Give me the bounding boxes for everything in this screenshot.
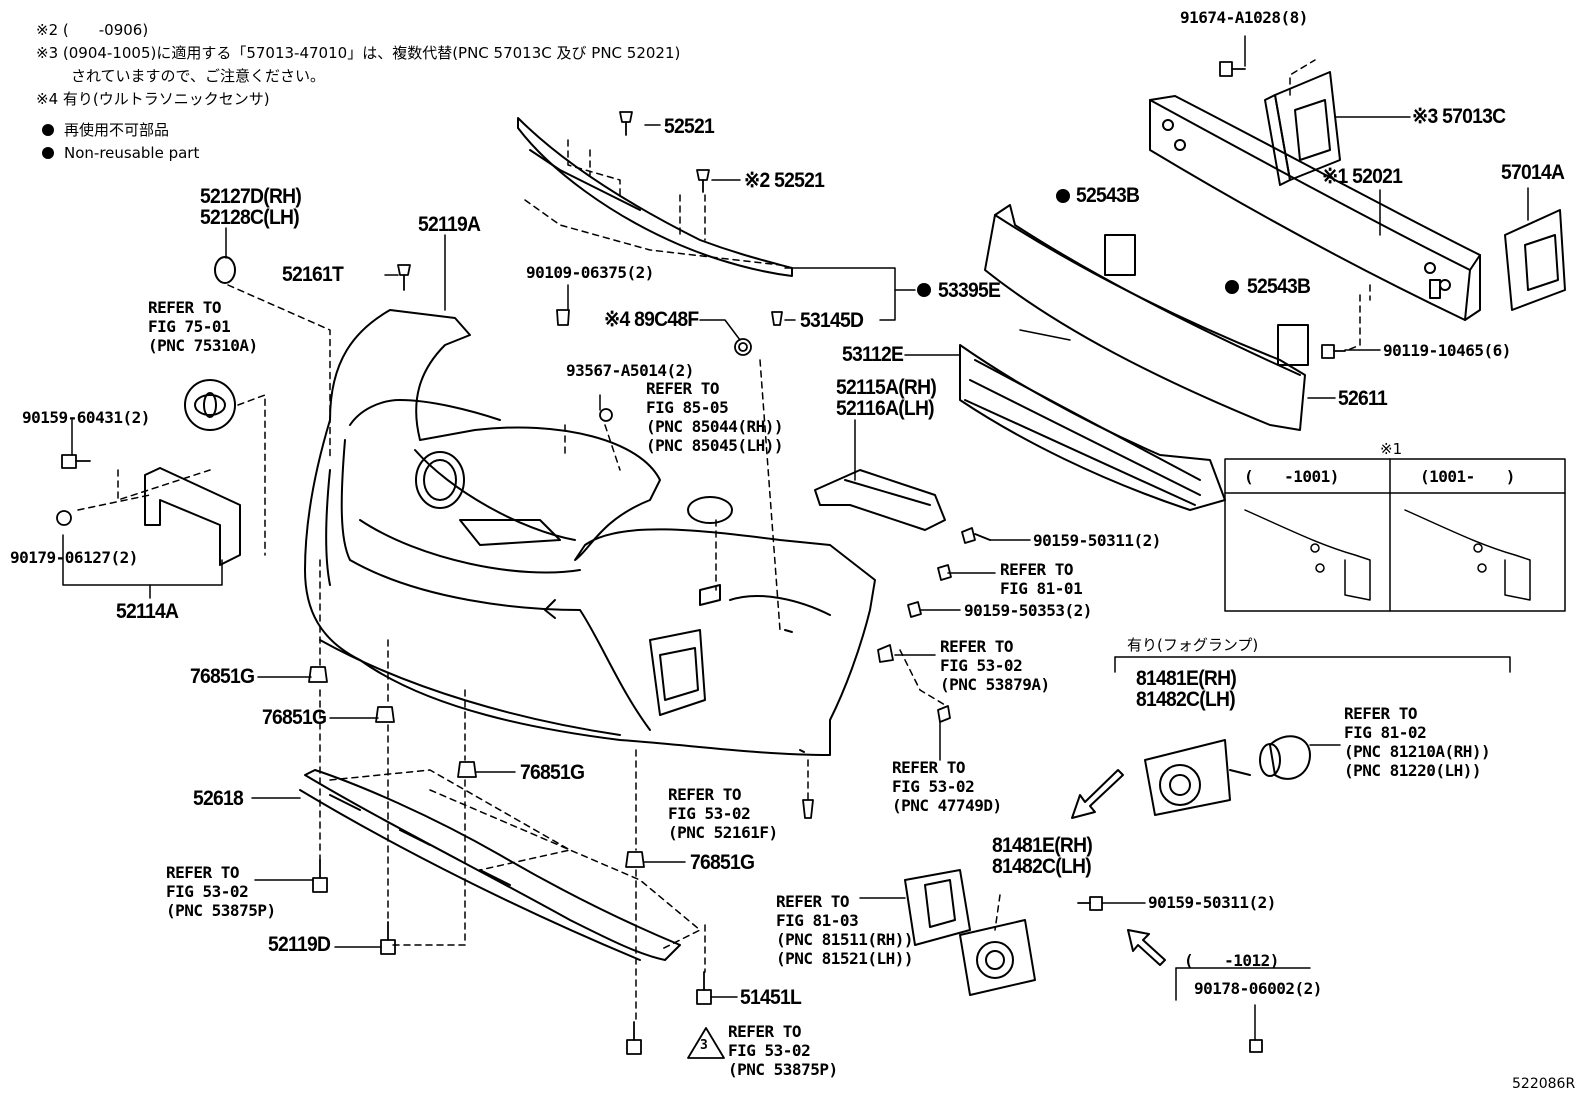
part-52119a[interactable]: 52119A bbox=[418, 213, 481, 236]
refer-fig-85-05[interactable]: REFER TO FIG 85-05 (PNC 85044(RH)) (PNC … bbox=[646, 379, 784, 455]
part-52119d[interactable]: 52119D bbox=[268, 933, 331, 956]
part-91674-a1028[interactable]: 91674-A1028(8) bbox=[1180, 8, 1308, 27]
part-81482c-lh-a[interactable]: 81482C(LH) bbox=[1136, 688, 1236, 711]
part-52115a-rh[interactable]: 52115A(RH) bbox=[836, 376, 937, 399]
part-53112e[interactable]: 53112E bbox=[842, 343, 904, 366]
bumper-cover-drawing bbox=[304, 309, 876, 756]
bracket-57013c-drawing bbox=[1264, 71, 1341, 186]
note-2: ※2 ( -0906) bbox=[36, 21, 149, 39]
note-4: ※4 有り(ウルトラソニックセンサ) bbox=[36, 90, 270, 108]
refer-fig-53-02-47749d[interactable]: REFER TO FIG 53-02 (PNC 47749D) bbox=[892, 758, 1002, 815]
refer-fig-53-02-52161f[interactable]: REFER TO FIG 53-02 (PNC 52161F) bbox=[668, 785, 778, 842]
part-89c48f[interactable]: ※4 89C48F bbox=[604, 308, 699, 331]
nonreusable-legend-en: Non-reusable part bbox=[64, 144, 200, 162]
diagram-id: 522086R bbox=[1512, 1076, 1576, 1092]
refer-fig-53-02-53879a[interactable]: REFER TO FIG 53-02 (PNC 53879A) bbox=[940, 637, 1050, 694]
fog-lamp-lower-drawing bbox=[959, 919, 1036, 996]
part-90109-06375[interactable]: 90109-06375(2) bbox=[526, 263, 654, 282]
part-90119-10465[interactable]: 90119-10465(6) bbox=[1383, 341, 1511, 360]
refer-fig-53-02-53875p-a[interactable]: REFER TO FIG 53-02 (PNC 53875P) bbox=[166, 863, 276, 920]
note-3-line2: されていますので、ご注意ください。 bbox=[71, 67, 325, 85]
emblem-drawing bbox=[184, 379, 236, 431]
part-76851g-c[interactable]: 76851G bbox=[520, 761, 585, 784]
part-90159-50311-a[interactable]: 90159-50311(2) bbox=[1033, 531, 1161, 550]
leader-lines bbox=[62, 35, 1529, 1041]
part-57014a[interactable]: 57014A bbox=[1501, 161, 1565, 184]
part-90159-50353[interactable]: 90159-50353(2) bbox=[964, 601, 1092, 620]
refer-fig-81-01[interactable]: REFER TO FIG 81-01 bbox=[1000, 560, 1083, 598]
inset-left-range: ( -1001) bbox=[1244, 467, 1339, 486]
part-53395e[interactable]: 53395E bbox=[938, 279, 1001, 302]
refer-fig-53-02-53875p-b[interactable]: REFER TO FIG 53-02 (PNC 53875P) bbox=[728, 1022, 838, 1079]
part-52116a-lh[interactable]: 52116A(LH) bbox=[836, 397, 935, 420]
part-52114a[interactable]: 52114A bbox=[116, 600, 179, 623]
part-1012-range: ( -1012) bbox=[1184, 951, 1279, 970]
inset-mark: ※1 bbox=[1380, 440, 1403, 458]
part-52618[interactable]: 52618 bbox=[193, 787, 244, 810]
part-76851g-b[interactable]: 76851G bbox=[262, 706, 327, 729]
part-81481e-rh-a[interactable]: 81481E(RH) bbox=[1136, 667, 1237, 690]
part-93567-a5014[interactable]: 93567-A5014(2) bbox=[566, 361, 694, 380]
part-52128c-lh[interactable]: 52128C(LH) bbox=[200, 206, 300, 229]
fog-lamp-group-label: 有り(フォグランプ) bbox=[1127, 636, 1259, 654]
nonreusable-dots bbox=[42, 124, 1239, 297]
fog-cover-drawing bbox=[904, 869, 971, 946]
part-53145d[interactable]: 53145D bbox=[800, 309, 864, 332]
license-bracket-drawing bbox=[144, 467, 241, 566]
part-52127d-rh[interactable]: 52127D(RH) bbox=[200, 185, 302, 208]
cap-drawing bbox=[214, 256, 236, 284]
part-81482c-lh-b[interactable]: 81482C(LH) bbox=[992, 855, 1092, 878]
part-81481e-rh-b[interactable]: 81481E(RH) bbox=[992, 834, 1093, 857]
part-90178-06002[interactable]: 90178-06002(2) bbox=[1194, 979, 1322, 998]
part-90159-60431[interactable]: 90159-60431(2) bbox=[22, 408, 150, 427]
part-76851g-a[interactable]: 76851G bbox=[190, 665, 255, 688]
part-76851g-d[interactable]: 76851G bbox=[690, 851, 755, 874]
lower-grille-drawing bbox=[959, 344, 1226, 511]
part-52543b-lower[interactable]: 52543B bbox=[1247, 275, 1311, 298]
fog-lamp-upper-drawing bbox=[1144, 739, 1251, 816]
refer-fig-81-03[interactable]: REFER TO FIG 81-03 (PNC 81511(RH)) (PNC … bbox=[776, 892, 914, 968]
side-retainer-drawing bbox=[814, 469, 946, 531]
part-90179-06127[interactable]: 90179-06127(2) bbox=[10, 548, 138, 567]
part-52543b-upper[interactable]: 52543B bbox=[1076, 184, 1140, 207]
nonreusable-legend-jp: 再使用不可部品 bbox=[64, 121, 170, 139]
triangle-mark bbox=[687, 1027, 725, 1059]
refer-fig-75-01[interactable]: REFER TO FIG 75-01 (PNC 75310A) bbox=[148, 298, 258, 355]
part-52161t[interactable]: 52161T bbox=[282, 263, 344, 286]
part-52611[interactable]: 52611 bbox=[1338, 387, 1388, 410]
triangle-number: 3 bbox=[700, 1038, 708, 1053]
inset-right-range: (1001- ) bbox=[1420, 467, 1515, 486]
part-52521-a[interactable]: 52521 bbox=[664, 115, 715, 138]
fog-lamp-bulb-drawing bbox=[1259, 735, 1311, 780]
part-52521-b[interactable]: ※2 52521 bbox=[744, 169, 825, 192]
part-57013c[interactable]: ※3 57013C bbox=[1412, 105, 1506, 128]
part-52021[interactable]: ※1 52021 bbox=[1322, 165, 1403, 188]
upper-retainer-drawing bbox=[517, 117, 793, 277]
absorber-drawing bbox=[984, 204, 1309, 431]
note-3-line1: ※3 (0904-1005)に適用する「57013-47010」は、複数代替(P… bbox=[36, 44, 681, 62]
reinforcement-drawing bbox=[1149, 95, 1481, 321]
inset-box bbox=[1224, 458, 1566, 612]
dashed-leaders bbox=[77, 59, 1371, 1023]
part-51451l[interactable]: 51451L bbox=[740, 986, 802, 1009]
part-90159-50311-b[interactable]: 90159-50311(2) bbox=[1148, 893, 1276, 912]
refer-fig-81-02[interactable]: REFER TO FIG 81-02 (PNC 81210A(RH)) (PNC… bbox=[1344, 704, 1491, 780]
undercover-drawing bbox=[299, 769, 681, 961]
arrows bbox=[1071, 769, 1166, 966]
bracket-57014a-drawing bbox=[1504, 209, 1566, 311]
